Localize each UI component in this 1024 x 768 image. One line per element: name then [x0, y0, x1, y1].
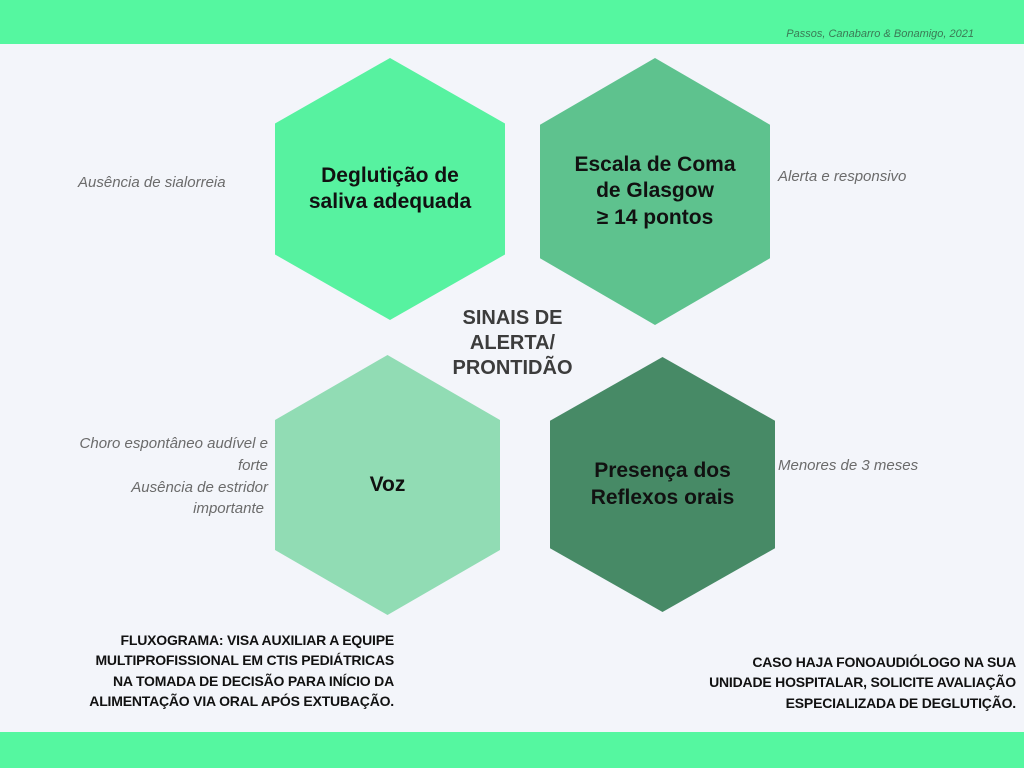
top-bar [0, 0, 1024, 44]
footer-line: NA TOMADA DE DECISÃO PARA INÍCIO DA [112, 672, 394, 689]
bottom-bar [0, 732, 1024, 768]
hexagon-voz: Voz [275, 355, 500, 615]
footer-line: ESPECIALIZADA DE DEGLUTIÇÃO. [785, 694, 1017, 711]
note-reflexos: Menores de 3 meses [778, 457, 919, 474]
note-glasgow: Alerta e responsivo [778, 168, 907, 185]
footer-line: FLUXOGRAMA: VISA AUXILIAR A EQUIPE [120, 632, 395, 648]
center-title-line: PRONTIDÃO [452, 357, 573, 379]
footer-left-note: FLUXOGRAMA: VISA AUXILIAR A EQUIPE MULTI… [89, 630, 394, 711]
hex-label-line: Presença dos [594, 459, 731, 483]
hex-label-line: Reflexos orais [590, 485, 735, 509]
footer-line: UNIDADE HOSPITALAR, SOLICITE AVALIAÇÃO [709, 674, 1016, 691]
note-voz: Choro espontâneo audível e forte Ausênci… [10, 433, 268, 520]
center-title: SINAIS DE ALERTA/ PRONTIDÃO [420, 306, 605, 381]
footer-right-note: CASO HAJA FONOAUDIÓLOGO NA SUA UNIDADE H… [709, 652, 1016, 713]
note-line: forte [237, 456, 268, 474]
note-line: importante [193, 500, 264, 518]
hex-label-line: Escala de Coma [574, 153, 736, 177]
hexagon-saliva: Deglutição de saliva adequada [275, 58, 505, 320]
note-line: Choro espontâneo audível e [79, 435, 268, 452]
hex-label-line: Voz [369, 472, 406, 496]
note-saliva: Ausência de sialorreia [78, 174, 226, 191]
hex-label-line: de Glasgow [596, 179, 714, 203]
footer-line: ALIMENTAÇÃO VIA ORAL APÓS EXTUBAÇÃO. [89, 692, 394, 709]
center-title-line: SINAIS DE [462, 307, 563, 329]
hex-label-line: Deglutição de [321, 163, 459, 187]
note-line: Ausência de estridor [131, 478, 268, 496]
footer-line: MULTIPROFISSIONAL EM CTIS PEDIÁTRICAS [95, 652, 394, 669]
hex-label-line: saliva adequada [308, 190, 472, 213]
credit-text: Passos, Canabarro & Bonamigo, 2021 [786, 28, 974, 40]
hex-label-line: ≥ 14 pontos [596, 205, 714, 229]
center-title-line: ALERTA/ [469, 332, 556, 354]
footer-line: CASO HAJA FONOAUDIÓLOGO NA SUA [752, 654, 1016, 670]
